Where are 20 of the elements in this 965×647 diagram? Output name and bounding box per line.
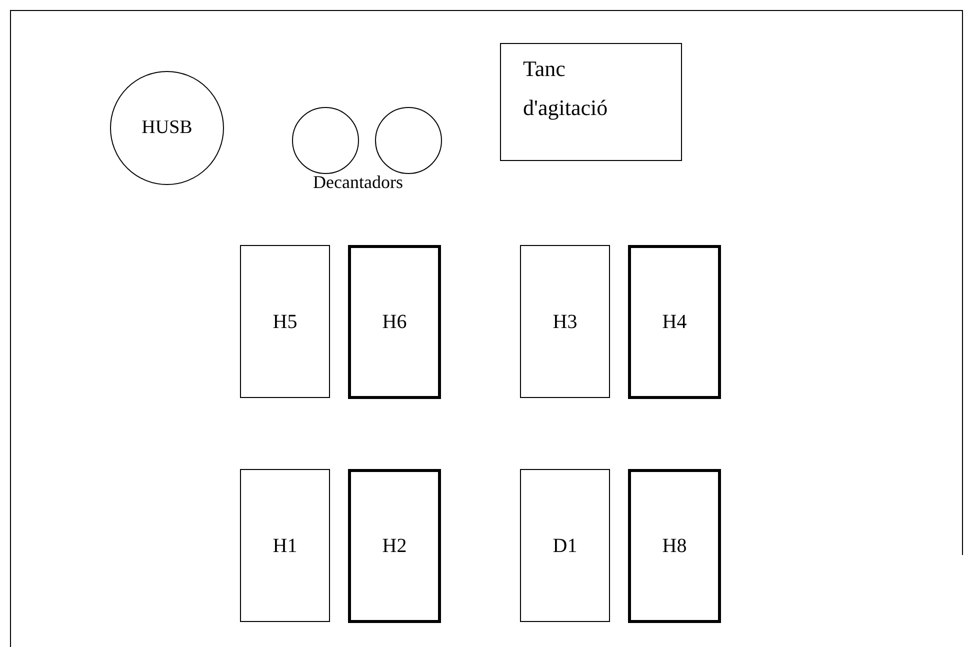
node-label: Tanc d'agitació <box>523 55 608 122</box>
rectangle-box <box>348 469 441 623</box>
node-label: D1 <box>552 534 578 558</box>
rectangle-box <box>240 245 330 398</box>
rectangle-box <box>520 245 610 398</box>
node-label: H5 <box>272 310 298 334</box>
rectangle-box <box>520 469 610 622</box>
node-label: H8 <box>662 534 687 558</box>
rectangle-box <box>628 469 721 623</box>
node-label: H4 <box>662 310 687 334</box>
rectangle-box <box>240 469 330 622</box>
node-label: H3 <box>552 310 578 334</box>
group-label: Decantadors <box>313 172 403 193</box>
rectangle-box <box>348 245 441 399</box>
rectangle-box <box>628 245 721 399</box>
node-label: H2 <box>382 534 407 558</box>
node-label: H6 <box>382 310 407 334</box>
node-label: HUSB <box>142 116 192 140</box>
rectangle-box <box>500 43 682 161</box>
node-label: H1 <box>272 534 298 558</box>
